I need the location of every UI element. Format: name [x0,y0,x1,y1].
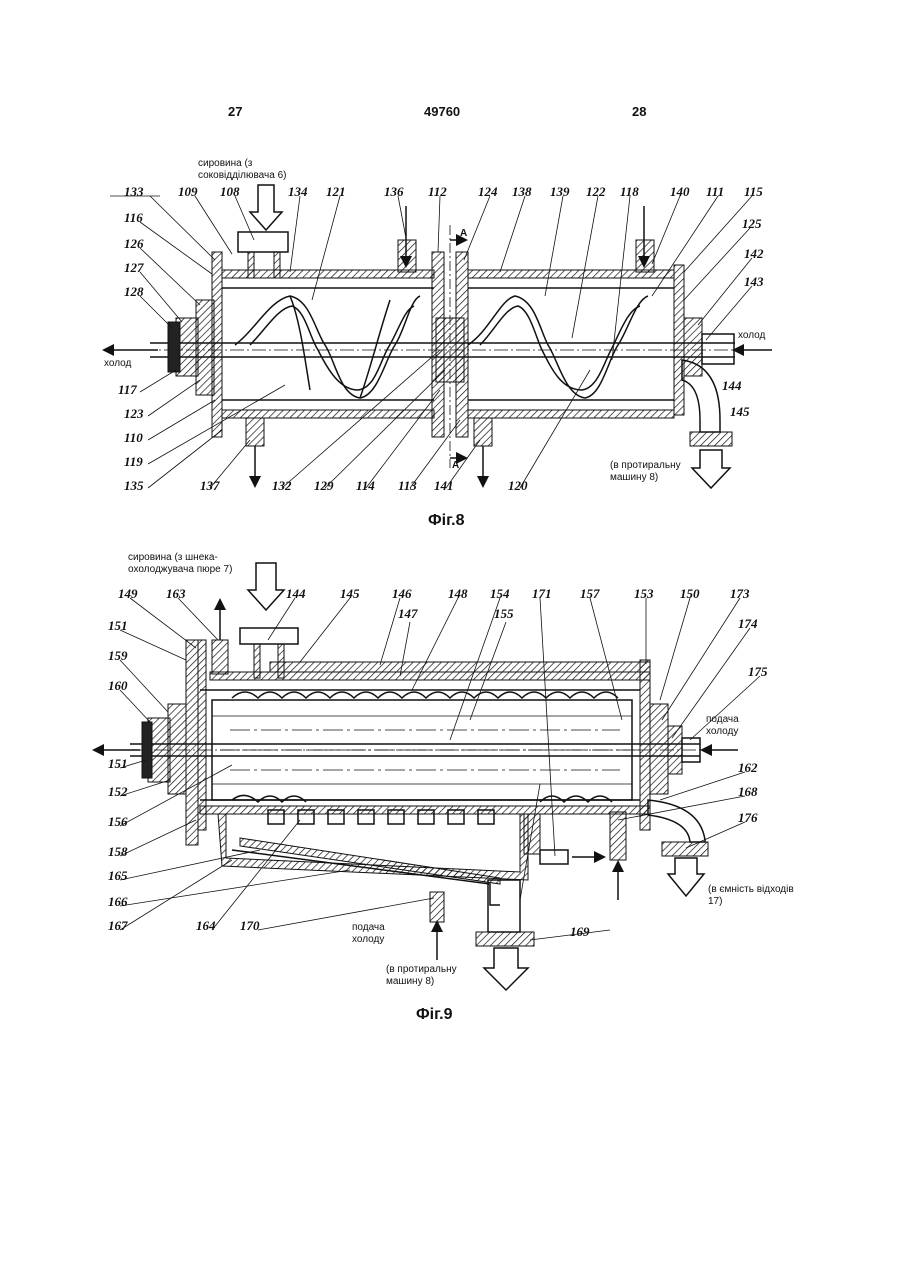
fig8-raw-input-label: сировина (з соковiддiлювача 6) [198,158,318,182]
ref-label: 147 [398,606,418,622]
ref-label: 117 [118,382,137,398]
ref-label: 119 [124,454,143,470]
ref-label: 140 [670,184,690,200]
ref-label: 144 [722,378,742,394]
fig8-cold-right-label: холод [738,330,765,342]
ref-label: 145 [730,404,750,420]
ref-label: 148 [448,586,468,602]
ref-label: 132 [272,478,292,494]
ref-label: 141 [434,478,454,494]
ref-label: 149 [118,586,138,602]
ref-label: 156 [108,814,128,830]
ref-label: 152 [108,784,128,800]
fig8-cold-left-label: холод [104,358,131,370]
ref-label: 153 [634,586,654,602]
ref-label: 109 [178,184,198,200]
ref-label: 174 [738,616,758,632]
fig8-out-note: (в протиральну машину 8) [610,460,700,484]
ref-label: 169 [570,924,590,940]
ref-label: 173 [730,586,750,602]
ref-label: 111 [706,184,724,200]
ref-label: 151 [108,756,128,772]
ref-label: 165 [108,868,128,884]
ref-label: 110 [124,430,143,446]
ref-label: 145 [340,586,360,602]
ref-label: 126 [124,236,144,252]
ref-label: 138 [512,184,532,200]
ref-label: 171 [532,586,552,602]
ref-label: 124 [478,184,498,200]
ref-label: 167 [108,918,128,934]
ref-label: 175 [748,664,768,680]
fig9-raw-input-label: сировина (з шнека-охолоджувача пюре 7) [128,552,258,576]
ref-label: 108 [220,184,240,200]
ref-label: 127 [124,260,144,276]
ref-label: 125 [742,216,762,232]
ref-label: 115 [744,184,763,200]
ref-label: 129 [314,478,334,494]
ref-label: 143 [744,274,764,290]
ref-label: 150 [680,586,700,602]
ref-label: 121 [326,184,346,200]
ref-label: 142 [744,246,764,262]
ref-label: 168 [738,784,758,800]
fig9-waste-note: (в ємність відходів 17) [708,884,808,908]
ref-label: 164 [196,918,216,934]
ref-label: 162 [738,760,758,776]
ref-label: 157 [580,586,600,602]
ref-label: 113 [398,478,417,494]
ref-label: 163 [166,586,186,602]
ref-label: 176 [738,810,758,826]
ref-label: 170 [240,918,260,934]
ref-label: 139 [550,184,570,200]
ref-label: 159 [108,648,128,664]
ref-label: 135 [124,478,144,494]
ref-label: 137 [200,478,220,494]
fig9-cold-supply-right-label: подача холоду [706,714,762,738]
ref-label: 112 [428,184,447,200]
ref-label: 151 [108,618,128,634]
ref-label: 133 [124,184,144,200]
fig8-drawing [108,185,772,488]
fig9-cold-supply-bottom-label: подача холоду [352,922,412,946]
fig8-section-a-top: A [460,228,467,240]
ref-label: 123 [124,406,144,422]
ref-label: 118 [620,184,639,200]
ref-label: 116 [124,210,143,226]
ref-label: 154 [490,586,510,602]
ref-label: 144 [286,586,306,602]
ref-label: 134 [288,184,308,200]
ref-label: 146 [392,586,412,602]
fig9-caption: Фіг.9 [416,1006,453,1024]
ref-label: 114 [356,478,375,494]
fig8-section-a-bottom: A [452,460,459,472]
fig8-caption: Фіг.8 [428,512,465,530]
ref-label: 166 [108,894,128,910]
ref-label: 120 [508,478,528,494]
ref-label: 160 [108,678,128,694]
fig9-out-note: (в протиральну машину 8) [386,964,476,988]
ref-label: 136 [384,184,404,200]
ref-label: 128 [124,284,144,300]
ref-label: 122 [586,184,606,200]
ref-label: 155 [494,606,514,622]
ref-label: 158 [108,844,128,860]
